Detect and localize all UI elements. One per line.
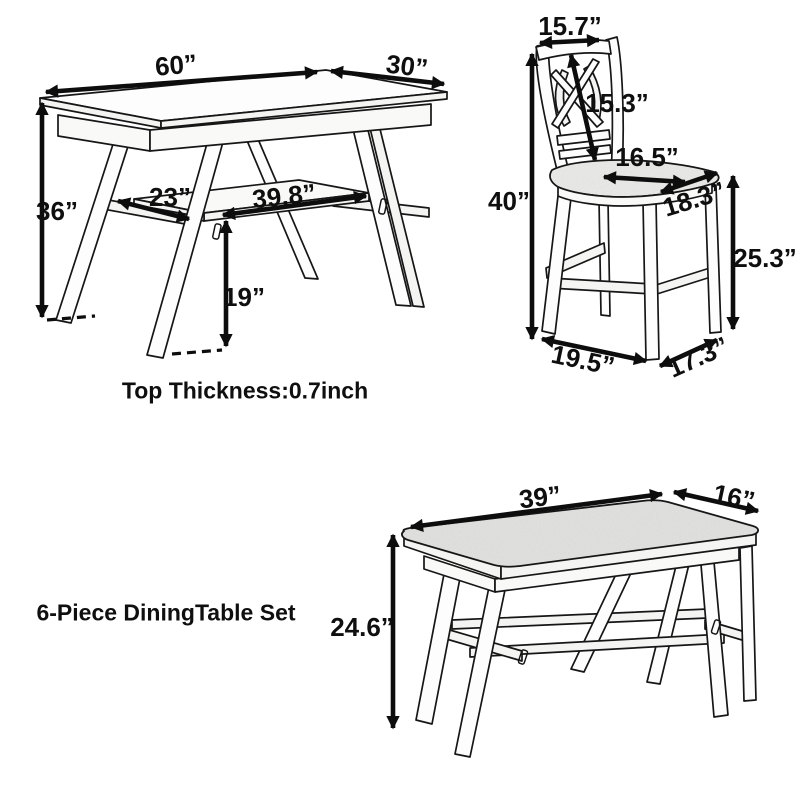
bench-length-label: 39” — [517, 479, 563, 515]
table-length-label: 60” — [153, 48, 199, 82]
chair-height-label: 40” — [488, 186, 530, 216]
table-depth-label: 30” — [384, 48, 430, 84]
table-top-thickness-note: Top Thickness:0.7inch — [121, 377, 369, 404]
table-shelf-ground-dash — [171, 348, 223, 356]
chair-back-width-label: 15.7” — [538, 11, 602, 41]
table-height-label: 36” — [36, 196, 78, 226]
dimension-arrows — [35, 33, 760, 730]
chair-seat-height-label: 25.3” — [733, 243, 797, 273]
table-shelf-length-arrow — [221, 190, 368, 221]
table-depth-arrow — [329, 65, 446, 90]
table-height-ground-dash — [46, 314, 96, 322]
chair-base-depth-arrow — [658, 337, 719, 369]
set-caption: 6-Piece DiningTable Set — [36, 599, 296, 626]
bench-length-arrow — [409, 488, 664, 533]
chair-seat-depth-arrow — [659, 170, 719, 195]
table-shelf-length-label: 39.8” — [250, 177, 318, 215]
bench-height-label: 24.6” — [330, 612, 394, 642]
chair-base-width-arrow — [540, 334, 648, 366]
bench-depth-label: 16” — [710, 477, 758, 517]
table-shelf-height-label: 19” — [223, 282, 265, 312]
chair-back-height-arrow — [567, 53, 599, 162]
chair-back-width-arrow — [538, 33, 601, 50]
bench-drawing — [401, 499, 760, 758]
table-stretcher-arrow — [116, 197, 191, 223]
bench-depth-arrow — [672, 488, 760, 515]
chair-back-height-label: 15.3” — [585, 88, 649, 118]
table-stretcher-label: 23” — [149, 182, 191, 212]
chair-seat-width-label: 16.5” — [615, 142, 679, 172]
table-length-arrow — [44, 66, 319, 98]
